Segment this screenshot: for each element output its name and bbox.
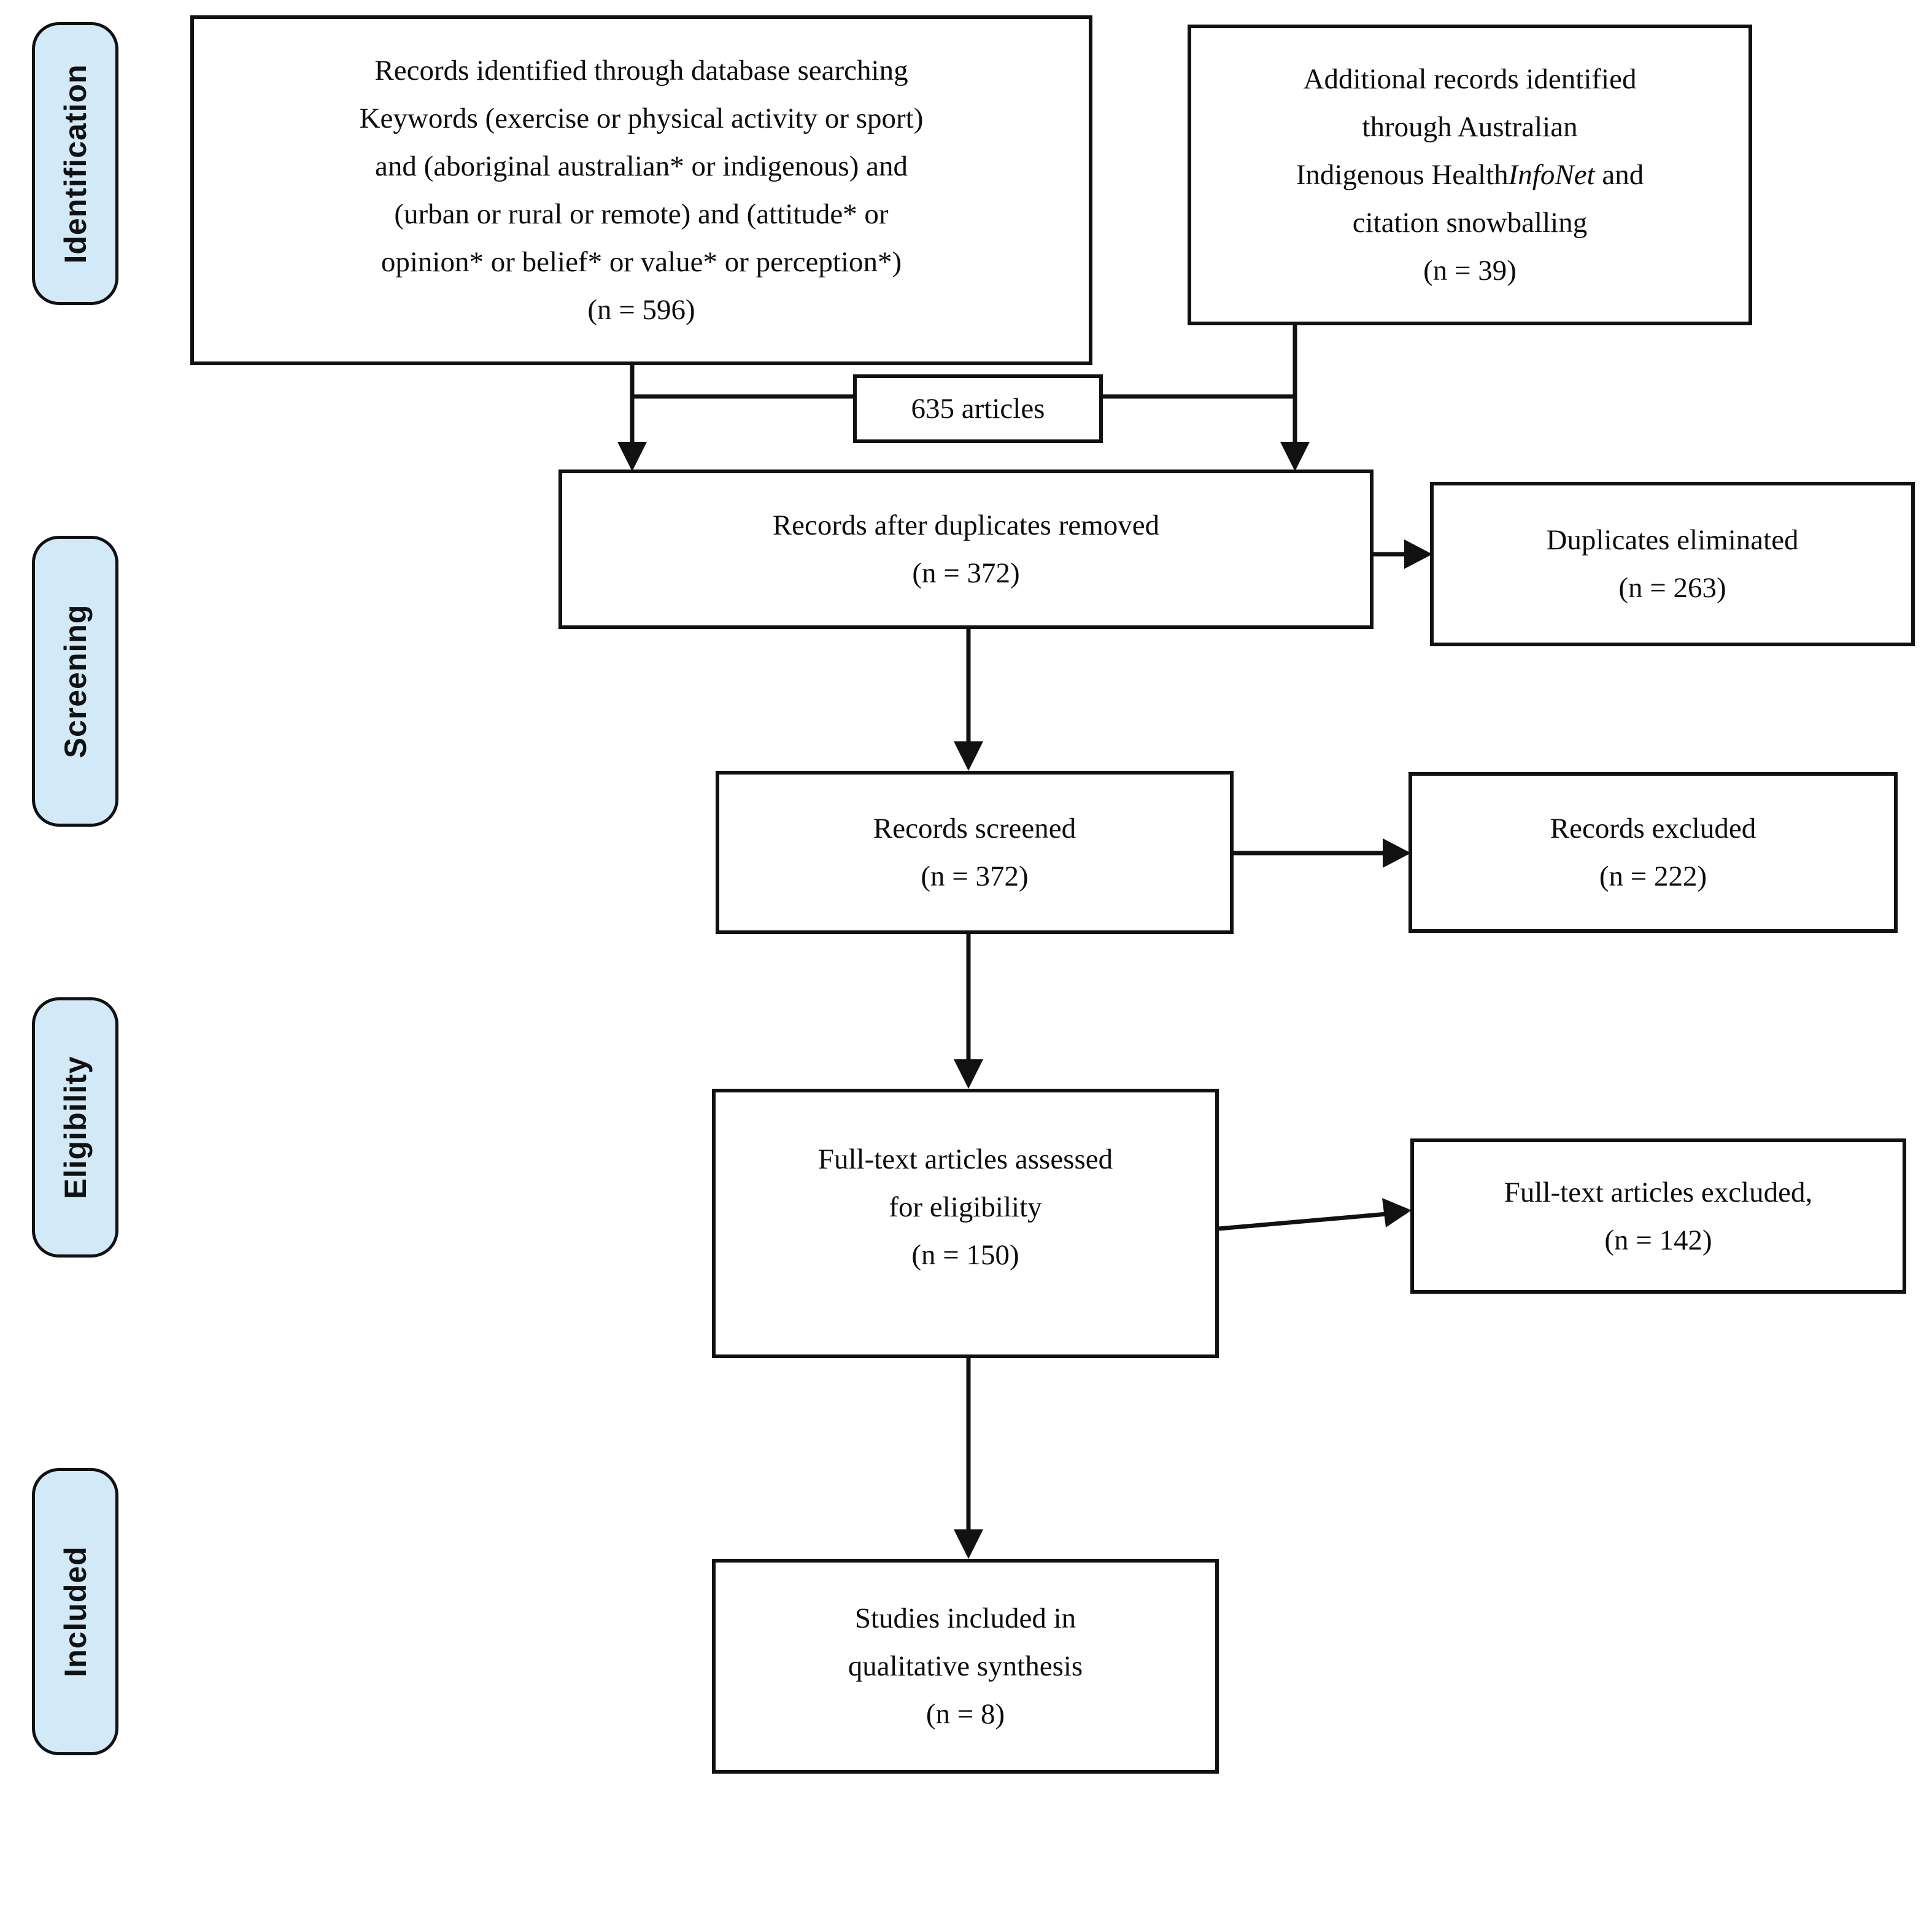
phase-label-included-text: Included [58, 1546, 93, 1677]
phase-label-included: Included [32, 1468, 118, 1755]
box-records-excluded-line: Records excluded [1550, 813, 1756, 844]
arrow-identified-down [617, 365, 647, 471]
box-records-identified-count: (n = 596) [587, 294, 695, 326]
box-additional-records-count: (n = 39) [1423, 255, 1517, 287]
phase-label-eligibility: Eligibility [32, 997, 118, 1258]
phase-label-screening: Screening [32, 536, 118, 827]
arrow-to-records-screened [954, 629, 983, 771]
box-after-duplicates-line: Records after duplicates removed [772, 509, 1160, 541]
box-records-screened-line: Records screened [873, 813, 1076, 844]
box-fulltext-excluded-line: Full-text articles excluded, [1504, 1176, 1813, 1208]
box-records-identified: Records identified through database sear… [190, 15, 1092, 365]
arrow-additional-down [1280, 325, 1310, 471]
phase-label-screening-text: Screening [58, 604, 93, 759]
healthinfonet-italic: InfoNet [1508, 159, 1595, 191]
healthinfonet-suffix: and [1594, 159, 1644, 191]
box-fulltext-assessed-line: for eligibility [889, 1191, 1042, 1223]
box-records-identified-line: Records identified through database sear… [374, 55, 908, 87]
box-studies-included-line: Studies included in [854, 1602, 1076, 1634]
box-records-identified-line: opinion* or belief* or value* or percept… [381, 246, 902, 278]
box-records-excluded: Records excluded (n = 222) [1408, 772, 1898, 933]
box-additional-records: Additional records identified through Au… [1188, 25, 1752, 325]
arrow-to-fulltext-assessed [954, 934, 983, 1089]
box-additional-records-line: Additional records identified [1303, 63, 1637, 95]
box-additional-records-line: Indigenous HealthInfoNet and [1296, 151, 1644, 199]
box-duplicates-eliminated-count: (n = 263) [1618, 572, 1726, 604]
box-after-duplicates-count: (n = 372) [912, 557, 1020, 589]
box-fulltext-excluded-count: (n = 142) [1604, 1224, 1712, 1256]
box-records-identified-line: (urban or rural or remote) and (attitude… [394, 198, 889, 230]
box-records-screened-count: (n = 372) [921, 860, 1029, 892]
box-fulltext-assessed-line: Full-text articles assessed [817, 1143, 1113, 1175]
arrow-to-fulltext-excluded [1218, 1198, 1412, 1231]
arrow-to-records-excluded [1234, 838, 1411, 868]
phase-label-identification: Identification [32, 22, 118, 305]
arrow-to-studies-included [954, 1358, 983, 1559]
phase-label-identification-text: Identification [58, 63, 93, 264]
box-after-duplicates: Records after duplicates removed (n = 37… [558, 469, 1374, 629]
box-records-identified-line: and (aboriginal australian* or indigenou… [375, 150, 908, 182]
articles-count-label: 635 articles [911, 393, 1045, 425]
box-records-excluded-count: (n = 222) [1599, 860, 1707, 892]
box-studies-included-count: (n = 8) [925, 1698, 1005, 1730]
box-studies-included-line: qualitative synthesis [848, 1650, 1083, 1682]
phase-label-eligibility-text: Eligibility [58, 1056, 93, 1199]
box-additional-records-line: citation snowballing [1352, 207, 1588, 239]
box-records-identified-line: Keywords (exercise or physical activity … [359, 102, 924, 134]
box-records-screened: Records screened (n = 372) [716, 771, 1234, 934]
box-fulltext-assessed-count: (n = 150) [911, 1239, 1019, 1271]
arrow-to-duplicates-eliminated [1374, 539, 1432, 569]
box-additional-records-line: through Australian [1362, 111, 1578, 143]
box-fulltext-assessed: Full-text articles assessed for eligibil… [712, 1089, 1219, 1358]
box-duplicates-eliminated: Duplicates eliminated (n = 263) [1430, 482, 1915, 646]
box-studies-included: Studies included in qualitative synthesi… [712, 1559, 1219, 1774]
box-duplicates-eliminated-line: Duplicates eliminated [1546, 524, 1799, 556]
box-fulltext-excluded: Full-text articles excluded, (n = 142) [1410, 1138, 1906, 1294]
box-articles-count: 635 articles [853, 374, 1103, 443]
healthinfonet-prefix: Indigenous Health [1296, 159, 1509, 191]
